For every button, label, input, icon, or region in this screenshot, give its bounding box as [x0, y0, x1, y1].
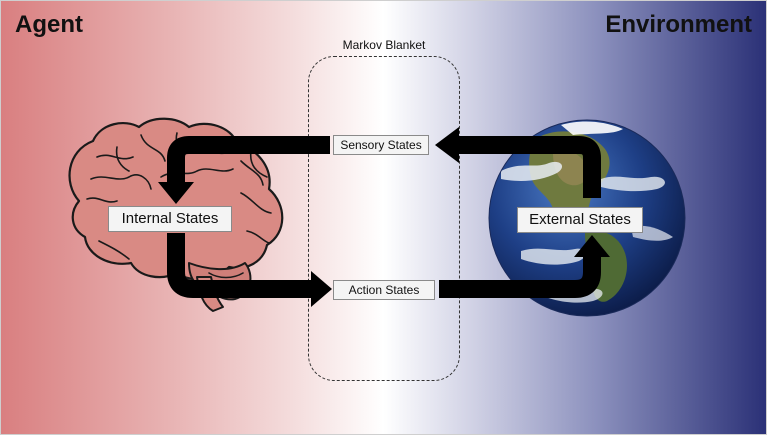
arrowheads	[158, 127, 610, 307]
sensory-states-box: Sensory States	[333, 135, 429, 155]
arrowhead-up-external	[574, 235, 610, 257]
arrowhead-down-internal	[158, 182, 194, 204]
sensory-to-internal-arrow	[167, 136, 330, 184]
external-states-box: External States	[517, 207, 643, 233]
arrowhead-right-action	[311, 271, 332, 307]
internal-states-box: Internal States	[108, 206, 232, 232]
environment-title: Environment	[605, 11, 752, 38]
action-to-external-arrow	[439, 255, 601, 298]
agent-title: Agent	[15, 11, 83, 38]
external-to-sensory-arrow	[457, 136, 601, 198]
internal-to-action-arrow	[167, 233, 313, 298]
arrowhead-left-sensory	[435, 127, 459, 163]
markov-blanket-boundary	[308, 56, 460, 381]
flow-arrows	[167, 136, 601, 298]
action-states-box: Action States	[333, 280, 435, 300]
markov-blanket-label: Markov Blanket	[342, 38, 426, 52]
